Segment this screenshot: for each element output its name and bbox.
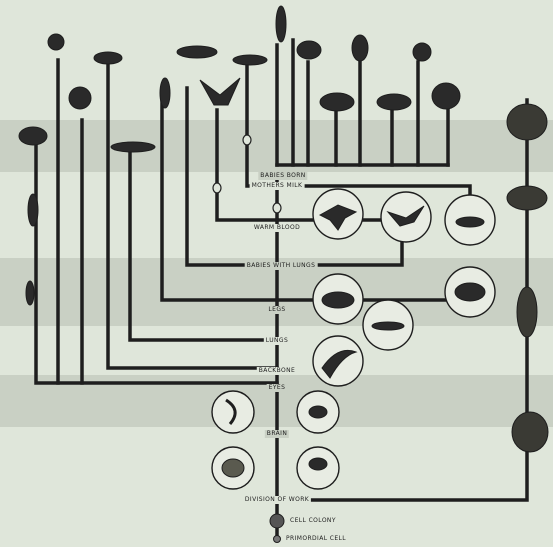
label-eyes: EYES <box>266 384 288 392</box>
elephant-icon <box>431 82 461 110</box>
worm-circle-icon <box>211 390 255 434</box>
platypus-icon <box>176 45 218 59</box>
fish-icon <box>321 349 358 379</box>
lungs-branch-line <box>128 148 279 342</box>
butterfly-icon <box>18 126 48 146</box>
crustacean-icon <box>308 405 328 419</box>
label-brain: BRAIN <box>264 430 290 438</box>
label-cell-colony: CELL COLONY <box>288 517 338 525</box>
palm-tree-icon <box>506 185 548 211</box>
shark-icon <box>110 141 156 153</box>
man-icon <box>275 5 287 43</box>
deciduous-tree-icon <box>506 103 548 141</box>
primordial-cell-icon <box>273 535 281 543</box>
worm-icon <box>225 398 237 425</box>
fish-skull-icon <box>93 51 123 65</box>
plant-branch-line <box>275 98 529 502</box>
eagle-icon <box>199 77 241 106</box>
lizard-icon <box>159 77 171 109</box>
backbone-branch-line <box>106 63 279 370</box>
bird-icon <box>318 204 358 231</box>
label-warm-blood: WARM BLOOD <box>251 224 303 232</box>
label-backbone: BACKBONE <box>256 367 298 375</box>
grasshopper-icon <box>27 193 39 227</box>
anteater-icon <box>232 54 268 66</box>
turtle-icon <box>321 291 355 309</box>
spider-icon <box>47 33 65 51</box>
label-legs: LEGS <box>266 306 288 314</box>
label-primordial-cell: PRIMORDIAL CELL <box>284 535 349 543</box>
sponge-icon <box>221 458 245 478</box>
label-babies-with-lungs: BABIES WITH LUNGS <box>244 262 318 270</box>
egg-icon <box>242 134 252 146</box>
egg-icon <box>212 182 222 194</box>
label-division-of-work: DIVISION OF WORK <box>242 496 312 504</box>
rhino-icon <box>376 93 412 111</box>
bear-icon <box>319 92 355 112</box>
label-lungs: LUNGS <box>263 337 291 345</box>
amphibian-icon <box>371 321 405 331</box>
label-mothers-milk: MOTHERS MILK <box>249 182 305 190</box>
ant-icon <box>25 280 35 306</box>
cell-colony-icon <box>269 513 285 529</box>
crab-icon <box>68 86 92 110</box>
ape-icon <box>296 40 322 60</box>
kangaroo-icon <box>351 34 369 62</box>
milk-right-line <box>275 184 472 207</box>
warm-blood-branch-line <box>215 108 279 222</box>
jellyfish-icon <box>308 457 328 471</box>
pterosaur-icon <box>386 205 425 227</box>
legs-branch-line <box>160 93 279 302</box>
egg-icon <box>272 202 282 214</box>
label-babies-born: BABIES BORN <box>258 172 308 180</box>
conifer-tree-icon <box>516 286 538 338</box>
pterosaur-circle-icon <box>380 191 432 243</box>
fern-icon <box>511 411 549 453</box>
squirrel-icon <box>412 42 432 62</box>
dinosaur-icon <box>454 282 486 302</box>
lizard-icon <box>455 216 485 228</box>
